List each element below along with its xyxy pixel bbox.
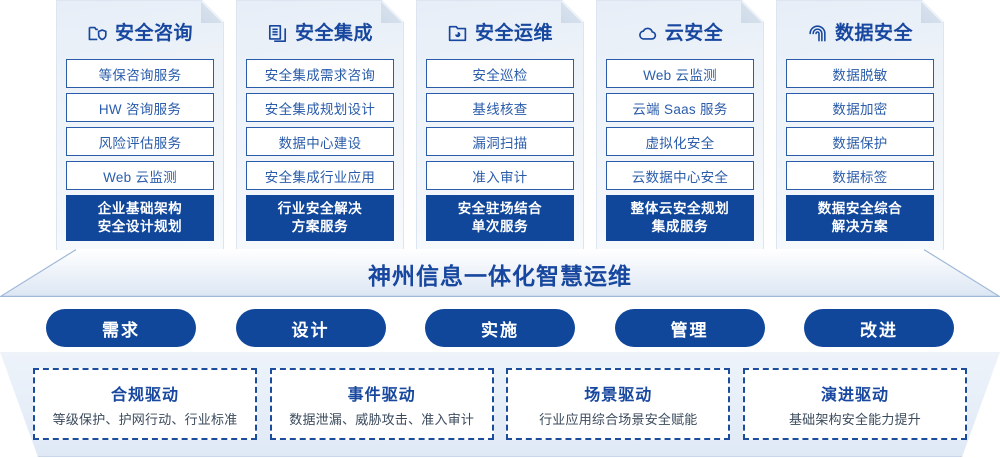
card-item[interactable]: 虚拟化安全 bbox=[606, 127, 754, 156]
card-item[interactable]: 数据加密 bbox=[786, 93, 934, 122]
card-item[interactable]: 漏洞扫描 bbox=[426, 127, 574, 156]
card-item[interactable]: HW 咨询服务 bbox=[66, 93, 214, 122]
card-item[interactable]: 等保咨询服务 bbox=[66, 59, 214, 88]
cloud-icon bbox=[637, 23, 658, 44]
driver-card-scenario[interactable]: 场景驱动 行业应用综合场景安全赋能 bbox=[506, 368, 731, 440]
capability-card-cloud-security[interactable]: 云安全 Web 云监测 云端 Saas 服务 虚拟化安全 云数据中心安全 整体云… bbox=[596, 0, 764, 250]
driver-subtitle: 基础架构安全能力提升 bbox=[788, 411, 921, 427]
card-highlight-line: 安全驻场结合 bbox=[457, 200, 543, 216]
lifecycle-pill-implementation[interactable]: 实施 bbox=[425, 309, 575, 347]
card-highlight-item[interactable]: 安全驻场结合 单次服务 bbox=[426, 195, 574, 241]
platform-banner-title: 神州信息一体化智慧运维 bbox=[368, 263, 632, 289]
card-item[interactable]: 云数据中心安全 bbox=[606, 161, 754, 190]
card-title: 安全集成 bbox=[294, 22, 373, 44]
fingerprint-icon bbox=[807, 23, 828, 44]
card-item[interactable]: 安全集成行业应用 bbox=[246, 161, 394, 190]
card-highlight-line: 行业安全解决 bbox=[277, 200, 363, 216]
card-highlight-item[interactable]: 数据安全综合 解决方案 bbox=[786, 195, 934, 241]
driver-card-compliance[interactable]: 合规驱动 等级保护、护网行动、行业标准 bbox=[33, 368, 257, 440]
card-folded-corner bbox=[561, 1, 583, 23]
card-highlight-line: 企业基础架构 bbox=[97, 200, 183, 216]
card-item[interactable]: 数据脱敏 bbox=[786, 59, 934, 88]
card-item[interactable]: 安全集成需求咨询 bbox=[246, 59, 394, 88]
card-folded-corner bbox=[741, 1, 763, 23]
card-title: 安全咨询 bbox=[114, 22, 193, 44]
card-item[interactable]: Web 云监测 bbox=[66, 161, 214, 190]
card-highlight-line: 解决方案 bbox=[831, 219, 889, 234]
driver-card-evolution[interactable]: 演进驱动 基础架构安全能力提升 bbox=[742, 368, 967, 440]
card-highlight-item[interactable]: 企业基础架构 安全设计规划 bbox=[66, 195, 214, 241]
driver-title: 事件驱动 bbox=[347, 386, 416, 404]
card-folded-corner bbox=[201, 1, 223, 23]
card-item[interactable]: Web 云监测 bbox=[606, 59, 754, 88]
driver-subtitle: 等级保护、护网行动、行业标准 bbox=[52, 411, 238, 427]
card-header: 云安全 bbox=[606, 13, 754, 53]
driver-title: 场景驱动 bbox=[584, 386, 653, 404]
card-title: 安全运维 bbox=[474, 22, 553, 44]
driver-title: 演进驱动 bbox=[820, 386, 889, 404]
card-item[interactable]: 基线核查 bbox=[426, 93, 574, 122]
capability-card-security-integration[interactable]: 安全集成 安全集成需求咨询 安全集成规划设计 数据中心建设 安全集成行业应用 行… bbox=[236, 0, 404, 250]
card-folded-corner bbox=[921, 1, 943, 23]
card-highlight-line: 集成服务 bbox=[651, 219, 709, 234]
platform-banner: 神州信息一体化智慧运维 bbox=[0, 249, 1000, 297]
card-folded-corner bbox=[381, 1, 403, 23]
card-highlight-line: 方案服务 bbox=[291, 219, 349, 234]
lifecycle-pill-management[interactable]: 管理 bbox=[614, 309, 765, 347]
card-item[interactable]: 数据标签 bbox=[786, 161, 934, 190]
card-item[interactable]: 数据保护 bbox=[786, 127, 934, 156]
capability-card-security-operations[interactable]: 安全运维 安全巡检 基线核查 漏洞扫描 准入审计 安全驻场结合 单次服务 bbox=[416, 0, 584, 250]
card-item[interactable]: 安全巡检 bbox=[426, 59, 574, 88]
folder-shield-icon bbox=[87, 23, 108, 44]
card-highlight-line: 安全设计规划 bbox=[97, 219, 183, 234]
card-highlight-line: 数据安全综合 bbox=[817, 200, 903, 216]
capability-card-security-consulting[interactable]: 安全咨询 等保咨询服务 HW 咨询服务 风险评估服务 Web 云监测 企业基础架… bbox=[56, 0, 224, 250]
chart-folder-icon bbox=[447, 23, 468, 44]
capability-cards-row: 安全咨询 等保咨询服务 HW 咨询服务 风险评估服务 Web 云监测 企业基础架… bbox=[0, 0, 1000, 252]
lifecycle-pill-improvement[interactable]: 改进 bbox=[804, 309, 954, 347]
card-header: 安全集成 bbox=[246, 13, 394, 53]
card-item[interactable]: 安全集成规划设计 bbox=[246, 93, 394, 122]
card-highlight-item[interactable]: 行业安全解决 方案服务 bbox=[246, 195, 394, 241]
lifecycle-pill-design[interactable]: 设计 bbox=[235, 309, 386, 347]
drivers-row: 合规驱动 等级保护、护网行动、行业标准 事件驱动 数据泄漏、威胁攻击、准入审计 … bbox=[0, 352, 1000, 456]
card-title: 数据安全 bbox=[834, 22, 913, 44]
card-header: 安全咨询 bbox=[66, 13, 214, 53]
lifecycle-pill-requirements[interactable]: 需求 bbox=[46, 309, 196, 347]
card-header: 安全运维 bbox=[426, 13, 574, 53]
driver-subtitle: 数据泄漏、威胁攻击、准入审计 bbox=[289, 411, 475, 427]
driver-card-incident[interactable]: 事件驱动 数据泄漏、威胁攻击、准入审计 bbox=[269, 368, 494, 440]
card-highlight-item[interactable]: 整体云安全规划 集成服务 bbox=[606, 195, 754, 241]
driver-subtitle: 行业应用综合场景安全赋能 bbox=[539, 411, 698, 427]
lifecycle-pill-row: 需求 设计 实施 管理 改进 bbox=[0, 309, 1000, 349]
card-header: 数据安全 bbox=[786, 13, 934, 53]
card-highlight-line: 整体云安全规划 bbox=[630, 200, 730, 216]
card-item[interactable]: 准入审计 bbox=[426, 161, 574, 190]
card-item[interactable]: 数据中心建设 bbox=[246, 127, 394, 156]
capability-card-data-security[interactable]: 数据安全 数据脱敏 数据加密 数据保护 数据标签 数据安全综合 解决方案 bbox=[776, 0, 944, 250]
card-item[interactable]: 云端 Saas 服务 bbox=[606, 93, 754, 122]
card-title: 云安全 bbox=[664, 22, 724, 44]
card-highlight-line: 单次服务 bbox=[471, 219, 529, 234]
card-item[interactable]: 风险评估服务 bbox=[66, 127, 214, 156]
documents-copy-icon bbox=[267, 23, 288, 44]
driver-title: 合规驱动 bbox=[110, 386, 179, 404]
